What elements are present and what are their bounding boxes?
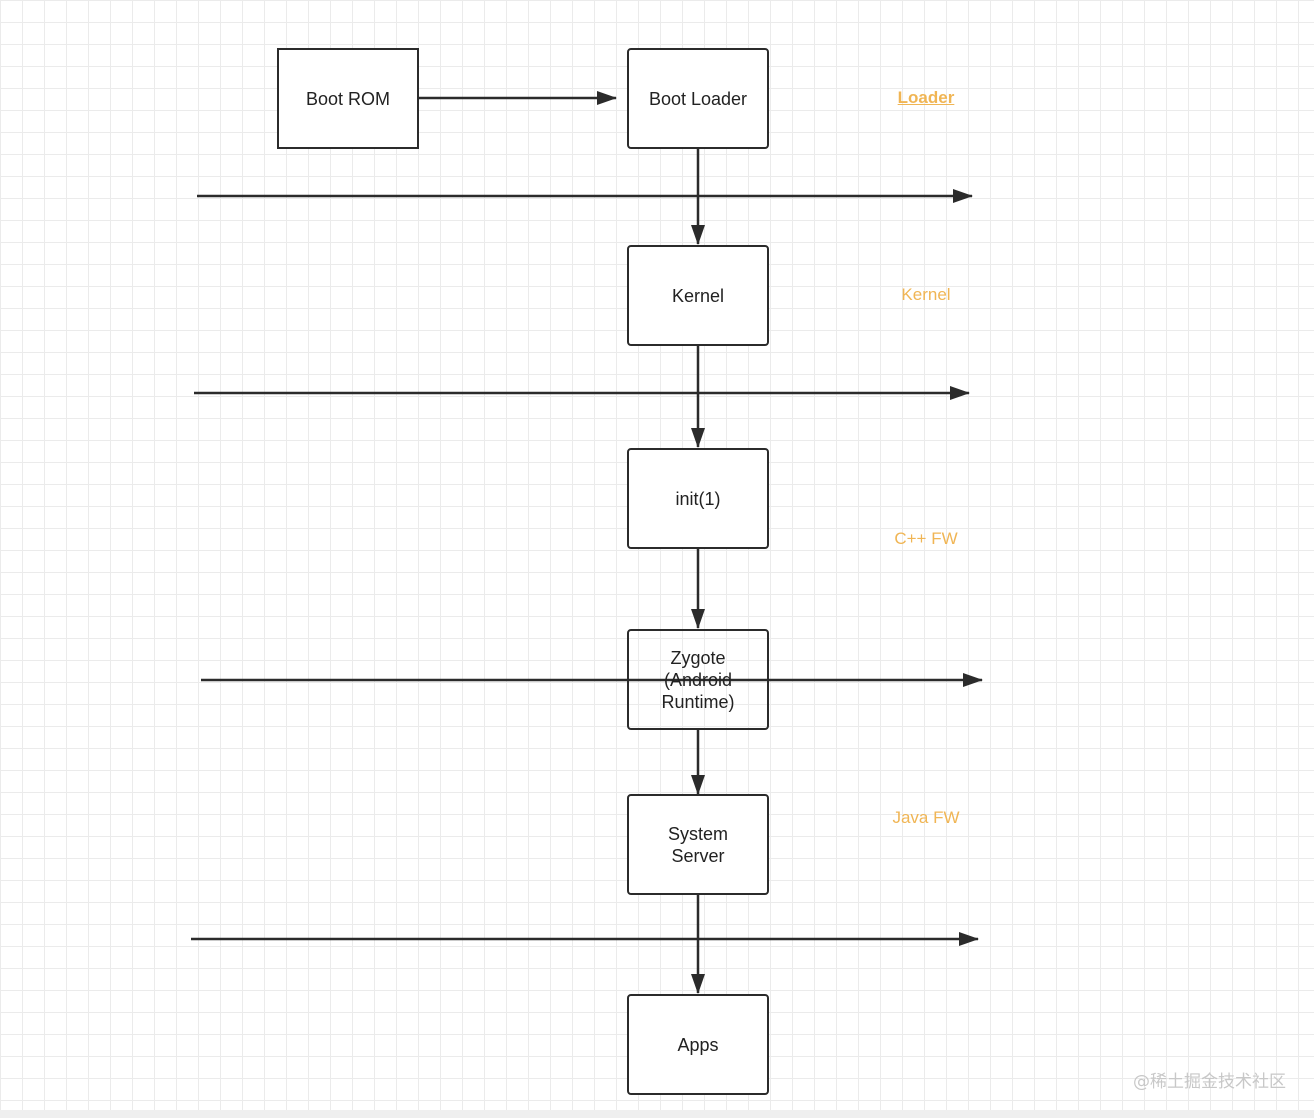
- node-init[interactable]: init(1): [627, 448, 769, 549]
- node-boot-loader[interactable]: Boot Loader: [627, 48, 769, 149]
- node-kernel[interactable]: Kernel: [627, 245, 769, 346]
- bottom-strip: [0, 1110, 1314, 1118]
- layer-label-java-fw: Java FW: [892, 808, 960, 827]
- layer-label-kernel: Kernel: [901, 285, 951, 304]
- layer-label-loader: Loader: [897, 88, 955, 107]
- node-system-server[interactable]: System Server: [627, 794, 769, 895]
- node-boot-rom[interactable]: Boot ROM: [277, 48, 419, 149]
- watermark-text: @稀土掘金技术社区: [1133, 1072, 1286, 1092]
- node-zygote[interactable]: Zygote (Android Runtime): [627, 629, 769, 730]
- node-apps[interactable]: Apps: [627, 994, 769, 1095]
- layer-label-cpp-fw: C++ FW: [894, 529, 958, 548]
